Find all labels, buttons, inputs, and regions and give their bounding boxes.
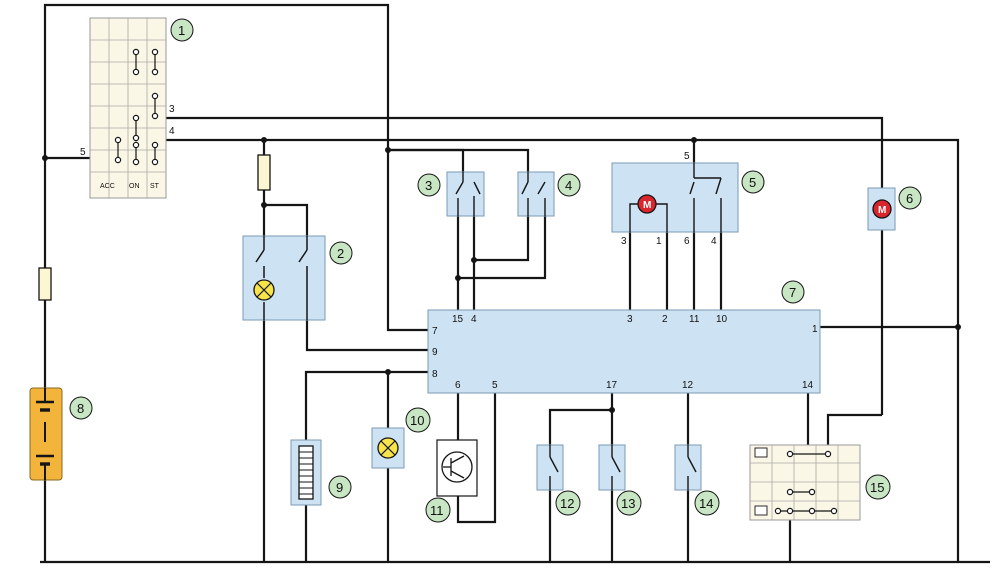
badge-13: 13 xyxy=(616,490,642,516)
svg-text:14: 14 xyxy=(699,496,713,511)
svg-text:4: 4 xyxy=(565,178,572,193)
badge-12: 12 xyxy=(555,490,581,516)
switch-4 xyxy=(517,171,555,217)
svg-text:6: 6 xyxy=(906,191,913,206)
svg-text:2: 2 xyxy=(337,246,344,261)
motor-5-terminal-1: 1 xyxy=(656,236,662,247)
motor-unit-5: M 5 3 1 6 4 xyxy=(611,151,739,247)
ignition-terminal-4: 4 xyxy=(169,126,175,137)
switch-3 xyxy=(446,171,485,217)
cu-pin-15: 15 xyxy=(452,314,464,325)
badge-7: 7 xyxy=(781,280,805,304)
wires xyxy=(40,3,990,564)
badge-10: 10 xyxy=(405,407,431,433)
cu-pin-2: 2 xyxy=(662,314,668,325)
badge-5: 5 xyxy=(741,170,765,194)
cu-pin-4: 4 xyxy=(471,314,477,325)
junction-dots xyxy=(42,137,961,413)
ignition-pos-acc: ACC xyxy=(100,183,115,190)
cu-pin-7: 7 xyxy=(432,326,438,337)
ignition-terminal-5: 5 xyxy=(80,147,86,158)
ignition-pos-st: ST xyxy=(150,183,160,190)
cu-pin-17: 17 xyxy=(606,380,618,391)
badge-1: 1 xyxy=(170,18,194,42)
motor-6-symbol: M xyxy=(878,205,886,216)
ignition-switch: ACC ON ST 3 4 5 xyxy=(80,17,175,199)
svg-text:11: 11 xyxy=(430,503,444,518)
badge-8: 8 xyxy=(69,396,93,420)
lamp-switch-block xyxy=(242,235,326,321)
cu-pin-8: 8 xyxy=(432,369,438,380)
fuse-lamp-circuit xyxy=(257,154,271,191)
cu-pin-11: 11 xyxy=(689,314,700,325)
switch-13 xyxy=(598,444,626,491)
cu-pin-12: 12 xyxy=(682,380,694,391)
transistor-sensor xyxy=(436,439,478,497)
svg-text:3: 3 xyxy=(425,178,432,193)
badge-2: 2 xyxy=(329,241,353,265)
cu-pin-9: 9 xyxy=(432,347,438,358)
cu-pin-1: 1 xyxy=(812,324,818,335)
svg-text:9: 9 xyxy=(336,480,343,495)
multi-switch xyxy=(749,444,861,521)
motor-5-symbol: M xyxy=(643,200,651,211)
svg-text:10: 10 xyxy=(410,413,424,428)
cu-pin-3: 3 xyxy=(627,314,633,325)
motor-5-terminal-3: 3 xyxy=(621,236,627,247)
heater-element xyxy=(290,439,322,506)
component-badges: 1 2 3 4 5 6 7 8 xyxy=(69,18,922,523)
motor-5-terminal-top: 5 xyxy=(684,151,690,162)
control-unit: 7 9 8 15 4 3 2 11 10 1 6 5 17 12 14 xyxy=(427,309,821,394)
badge-11: 11 xyxy=(425,497,451,523)
badge-4: 4 xyxy=(557,173,581,197)
switch-12 xyxy=(536,444,564,491)
svg-text:1: 1 xyxy=(178,23,185,38)
svg-text:13: 13 xyxy=(621,496,635,511)
svg-text:7: 7 xyxy=(789,285,796,300)
svg-text:15: 15 xyxy=(870,480,884,495)
cu-pin-10: 10 xyxy=(716,314,728,325)
motor-6: M xyxy=(867,187,896,231)
badge-14: 14 xyxy=(694,490,720,516)
motor-5-terminal-4: 4 xyxy=(711,236,717,247)
ignition-terminal-3: 3 xyxy=(169,104,175,115)
ignition-pos-on: ON xyxy=(129,183,140,190)
cu-pin-5: 5 xyxy=(492,380,498,391)
badge-15: 15 xyxy=(865,474,891,500)
cu-pin-6: 6 xyxy=(455,380,461,391)
switch-14 xyxy=(674,444,702,491)
badge-3: 3 xyxy=(417,173,441,197)
badge-6: 6 xyxy=(898,186,922,210)
svg-text:8: 8 xyxy=(77,401,84,416)
svg-text:5: 5 xyxy=(749,175,756,190)
badge-9: 9 xyxy=(328,475,352,499)
fuse-main xyxy=(38,267,52,301)
indicator-lamp xyxy=(371,427,405,469)
svg-text:12: 12 xyxy=(560,496,574,511)
motor-5-terminal-6: 6 xyxy=(684,236,690,247)
cu-pin-14: 14 xyxy=(802,380,814,391)
battery xyxy=(29,387,63,481)
